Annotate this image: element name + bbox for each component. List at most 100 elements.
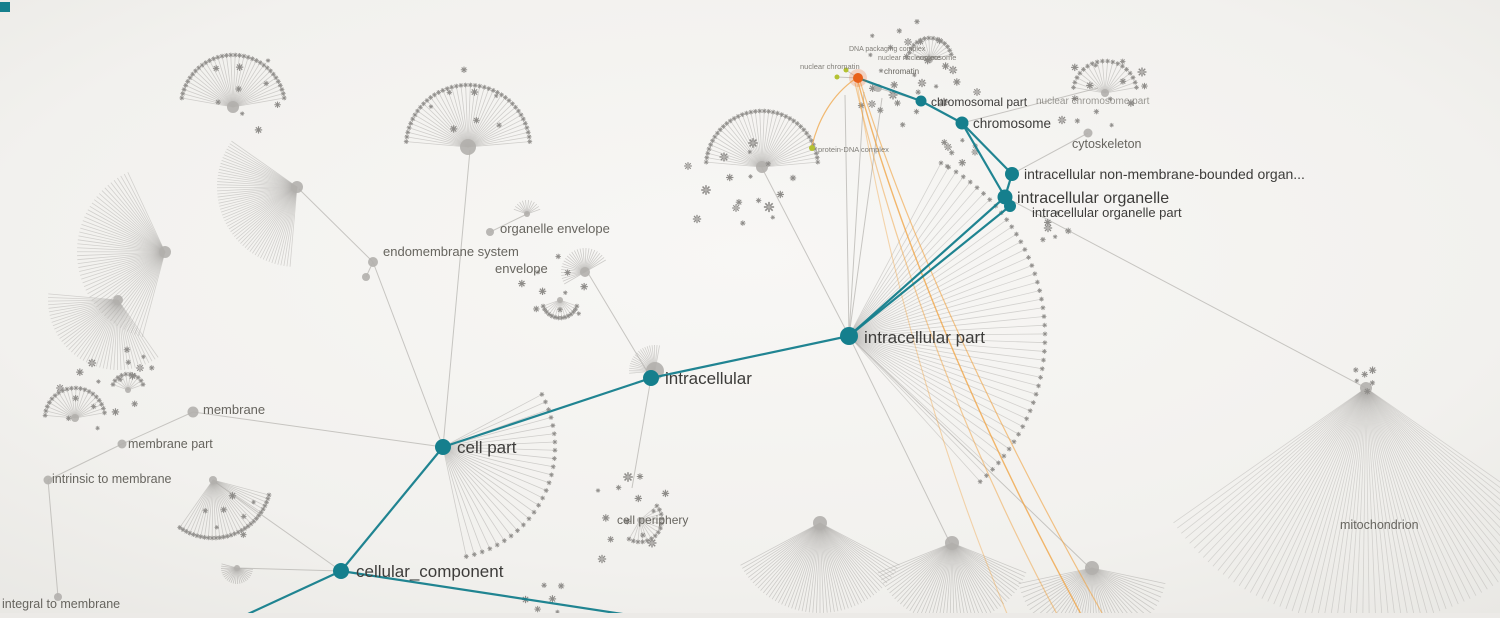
collapsed-node-icon[interactable] [771,215,775,219]
collapsed-node-icon[interactable] [518,280,525,287]
collapsed-node-icon[interactable] [1120,64,1125,69]
collapsed-node-icon[interactable] [653,533,658,538]
collapsed-node-icon[interactable] [631,539,636,544]
term-node-chromosome[interactable] [956,117,969,130]
collapsed-node-icon[interactable] [259,510,264,515]
collapsed-node-icon[interactable] [521,117,526,122]
collapsed-node-icon[interactable] [509,534,514,539]
flower-node[interactable] [868,100,876,108]
collapsed-node-icon[interactable] [602,514,609,521]
collapsed-node-icon[interactable] [281,91,286,96]
collapsed-node-icon[interactable] [765,161,770,166]
fan-hub-node[interactable] [580,267,590,277]
collapsed-node-icon[interactable] [1007,447,1012,452]
term-node-protein-dna-complex-node[interactable] [809,145,815,151]
fan-hub-node[interactable] [1085,561,1099,575]
collapsed-node-icon[interactable] [897,28,902,33]
collapsed-node-icon[interactable] [255,126,262,133]
collapsed-node-icon[interactable] [724,121,729,126]
fan-hub-node[interactable] [524,211,530,217]
collapsed-node-icon[interactable] [274,75,279,80]
collapsed-node-icon[interactable] [1369,366,1376,373]
collapsed-node-icon[interactable] [473,117,479,123]
collapsed-node-icon[interactable] [141,382,146,387]
collapsed-node-icon[interactable] [539,392,544,397]
collapsed-node-icon[interactable] [1355,379,1359,383]
collapsed-node-icon[interactable] [544,488,549,493]
collapsed-node-icon[interactable] [495,90,500,95]
flower-node[interactable] [720,153,729,162]
collapsed-node-icon[interactable] [1041,358,1046,363]
term-node-nucleosome[interactable] [853,73,863,83]
collapsed-node-icon[interactable] [981,191,986,196]
fan-hub-node[interactable] [71,414,79,422]
collapsed-node-icon[interactable] [777,191,784,198]
collapsed-node-icon[interactable] [815,155,820,160]
collapsed-node-icon[interactable] [1042,323,1047,328]
collapsed-node-icon[interactable] [198,534,203,539]
collapsed-node-icon[interactable] [282,96,287,101]
collapsed-node-icon[interactable] [801,127,806,132]
collapsed-node-icon[interactable] [736,114,741,119]
collapsed-node-icon[interactable] [491,88,496,93]
collapsed-node-icon[interactable] [914,19,919,24]
collapsed-node-icon[interactable] [502,538,507,543]
collapsed-node-icon[interactable] [112,408,119,415]
collapsed-node-icon[interactable] [555,254,560,259]
collapsed-node-icon[interactable] [541,583,546,588]
collapsed-node-icon[interactable] [771,110,776,115]
collapsed-node-icon[interactable] [65,387,70,392]
collapsed-node-icon[interactable] [206,535,211,540]
collapsed-node-icon[interactable] [868,53,872,57]
collapsed-node-icon[interactable] [521,523,526,528]
collapsed-node-icon[interactable] [990,467,995,472]
collapsed-node-icon[interactable] [95,426,99,430]
collapsed-node-icon[interactable] [1364,388,1370,394]
collapsed-node-icon[interactable] [102,410,107,415]
collapsed-node-icon[interactable] [224,53,229,58]
term-node-cell-part[interactable] [435,439,451,455]
fan-hub-node[interactable] [209,476,217,484]
collapsed-node-icon[interactable] [931,36,936,41]
collapsed-node-icon[interactable] [744,111,749,116]
collapsed-node-icon[interactable] [627,537,632,542]
collapsed-node-icon[interactable] [539,288,546,295]
collapsed-node-icon[interactable] [513,105,518,110]
collapsed-node-icon[interactable] [405,130,410,135]
collapsed-node-icon[interactable] [917,39,923,45]
collapsed-node-icon[interactable] [503,95,508,100]
collapsed-node-icon[interactable] [99,402,104,407]
collapsed-node-icon[interactable] [563,315,568,320]
collapsed-node-icon[interactable] [533,306,539,312]
collapsed-node-icon[interactable] [447,90,452,95]
collapsed-node-icon[interactable] [429,104,433,108]
collapsed-node-icon[interactable] [784,114,789,119]
collapsed-node-icon[interactable] [1026,255,1031,260]
flower-node[interactable] [648,539,657,548]
collapsed-node-icon[interactable] [1036,383,1041,388]
collapsed-node-icon[interactable] [553,448,558,453]
collapsed-node-icon[interactable] [775,111,780,116]
collapsed-node-icon[interactable] [1134,85,1139,90]
collapsed-node-icon[interactable] [425,98,430,103]
collapsed-node-icon[interactable] [807,134,812,139]
collapsed-node-icon[interactable] [915,89,920,94]
collapsed-node-icon[interactable] [978,479,983,484]
collapsed-node-icon[interactable] [220,507,226,513]
collapsed-node-icon[interactable] [715,131,720,136]
collapsed-node-icon[interactable] [1040,366,1045,371]
collapsed-node-icon[interactable] [413,113,418,118]
collapsed-node-icon[interactable] [1370,380,1375,385]
collapsed-node-icon[interactable] [748,110,753,115]
flower-node[interactable] [1138,68,1147,77]
collapsed-node-icon[interactable] [407,125,412,130]
collapsed-node-icon[interactable] [1120,78,1126,84]
collapsed-node-icon[interactable] [726,174,733,181]
collapsed-node-icon[interactable] [1071,64,1078,71]
collapsed-node-icon[interactable] [185,79,190,84]
collapsed-node-icon[interactable] [1040,237,1045,242]
gray-term-node[interactable] [362,273,370,281]
collapsed-node-icon[interactable] [657,507,662,512]
collapsed-node-icon[interactable] [525,125,530,130]
